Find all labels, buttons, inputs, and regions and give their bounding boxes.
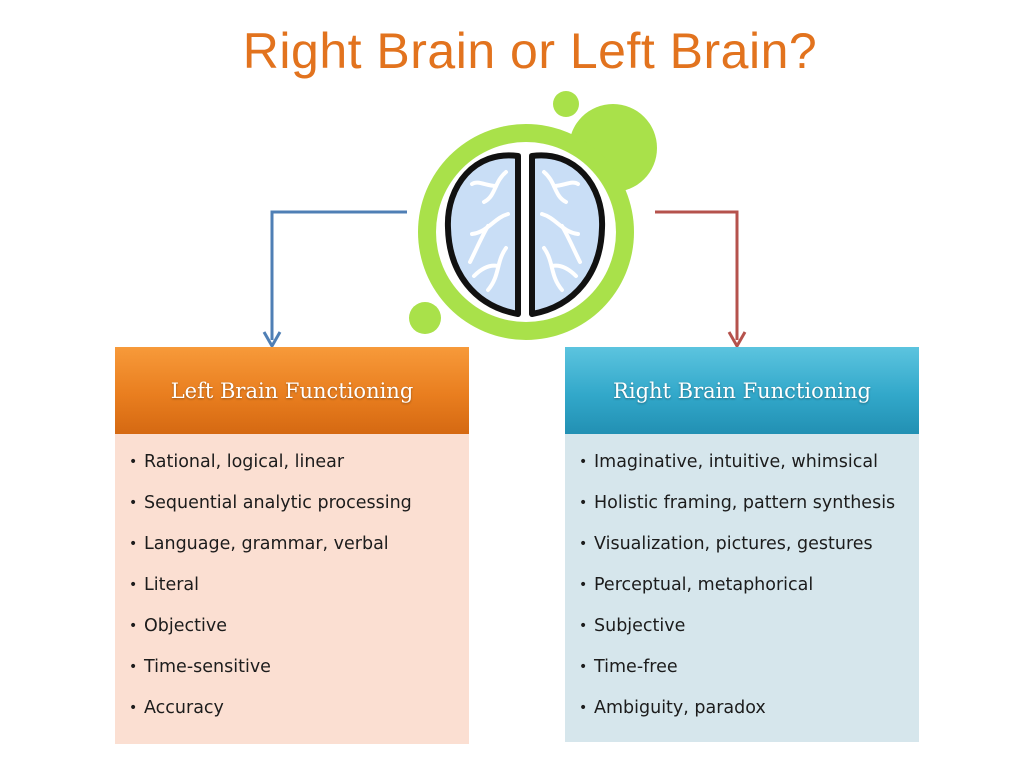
bullet-icon: • [579,700,588,716]
left-panel-body: •Rational, logical, linear •Sequential a… [115,434,469,744]
right-connector-arrow [655,210,747,348]
list-item: •Subjective [579,616,686,636]
list-item: •Literal [129,575,200,595]
list-item: •Time-sensitive [129,657,271,677]
list-item: •Holistic framing, pattern synthesis [579,493,896,513]
left-trait-list: •Rational, logical, linear •Sequential a… [129,450,469,737]
right-panel-body: •Imaginative, intuitive, whimsical •Holi… [565,434,919,742]
right-panel-heading: Right Brain Functioning [565,347,919,434]
bullet-icon: • [129,536,138,552]
bullet-icon: • [129,495,138,511]
right-trait-list: •Imaginative, intuitive, whimsical •Holi… [579,450,919,737]
bullet-icon: • [579,536,588,552]
list-item: •Objective [129,616,227,636]
bullet-icon: • [129,577,138,593]
list-item: •Visualization, pictures, gestures [579,534,873,554]
brain-icon [444,152,606,317]
list-item: •Language, grammar, verbal [129,534,389,554]
list-item: •Perceptual, metaphorical [579,575,814,595]
list-item: •Accuracy [129,698,224,718]
list-item: •Imaginative, intuitive, whimsical [579,452,878,472]
bullet-icon: • [129,454,138,470]
bullet-icon: • [579,495,588,511]
bullet-icon: • [579,618,588,634]
bullet-icon: • [129,659,138,675]
bullet-icon: • [579,659,588,675]
right-brain-panel: Right Brain Functioning •Imaginative, in… [565,347,919,742]
bullet-icon: • [129,700,138,716]
page-title: Right Brain or Left Brain? [242,23,818,79]
bullet-icon: • [579,577,588,593]
left-connector-arrow [262,210,407,348]
left-brain-panel: Left Brain Functioning •Rational, logica… [115,347,469,744]
list-item: •Time-free [579,657,678,677]
left-panel-heading: Left Brain Functioning [115,347,469,434]
bullet-icon: • [579,454,588,470]
bullet-icon: • [129,618,138,634]
list-item: •Ambiguity, paradox [579,698,766,718]
list-item: •Rational, logical, linear [129,452,345,472]
list-item: •Sequential analytic processing [129,493,412,513]
